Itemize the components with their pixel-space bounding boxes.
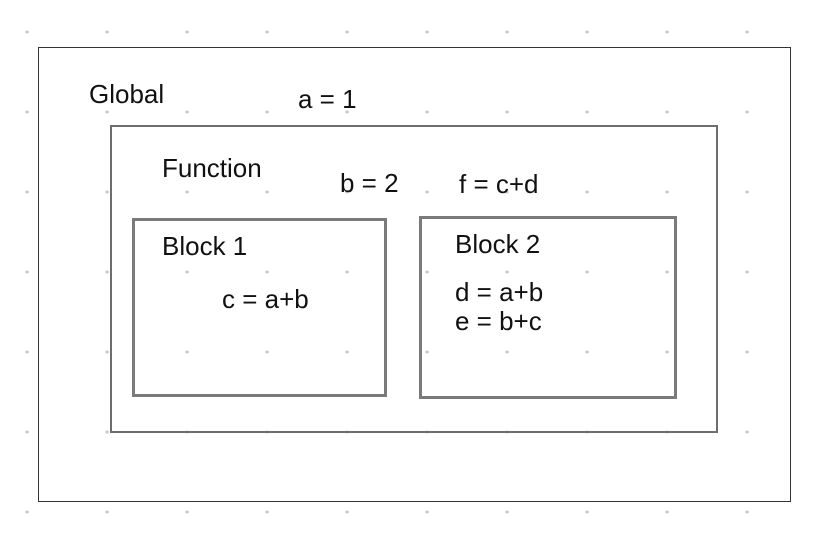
global-scope-label: Global	[89, 79, 165, 109]
function-statement-f: f = c+d	[459, 169, 539, 199]
block2-scope-label: Block 2	[455, 229, 541, 259]
function-scope-box	[110, 125, 718, 433]
block2-statement-d: d = a+b	[455, 277, 544, 307]
global-scope-box	[38, 47, 791, 502]
block1-statement-c: c = a+b	[222, 284, 309, 314]
function-statement-b: b = 2	[340, 168, 399, 198]
block1-scope-box	[132, 218, 387, 397]
global-statement-a: a = 1	[298, 84, 357, 114]
block2-statement-e: e = b+c	[455, 306, 542, 336]
block2-scope-box	[419, 216, 677, 399]
function-scope-label: Function	[162, 153, 262, 183]
block1-scope-label: Block 1	[162, 231, 248, 261]
